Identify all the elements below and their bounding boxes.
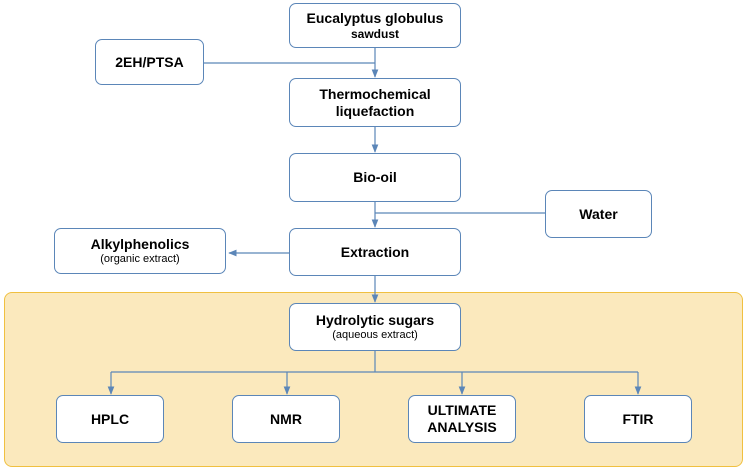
node-liquefaction: Thermochemical liquefaction — [289, 78, 461, 127]
node-biooil-title: Bio-oil — [353, 169, 397, 186]
node-hplc: HPLC — [56, 395, 164, 443]
node-biooil: Bio-oil — [289, 153, 461, 202]
node-nmr: NMR — [232, 395, 340, 443]
node-ftir-title: FTIR — [622, 410, 654, 427]
node-sawdust-subtitle: sawdust — [350, 26, 399, 41]
node-catalyst-title: 2EH/PTSA — [115, 53, 184, 70]
node-sawdust-title: Eucalyptus globulus — [306, 9, 444, 26]
node-sugars-title: Hydrolytic sugars — [315, 312, 435, 328]
node-extraction-title: Extraction — [340, 243, 410, 260]
node-ultimate: ULTIMATE ANALYSIS — [408, 395, 516, 443]
node-sawdust: Eucalyptus globulus sawdust — [289, 3, 461, 48]
node-extraction: Extraction — [289, 228, 461, 276]
node-alkylphenolics-subtitle: (organic extract) — [100, 252, 180, 265]
node-liquefaction-line2: liquefaction — [335, 102, 415, 119]
node-ultimate-line2: ANALYSIS — [427, 419, 497, 435]
node-water: Water — [545, 190, 652, 238]
node-sugars: Hydrolytic sugars (aqueous extract) — [289, 303, 461, 351]
node-water-title: Water — [579, 205, 618, 222]
node-nmr-title: NMR — [270, 410, 302, 427]
node-alkylphenolics-title: Alkylphenolics — [90, 236, 190, 252]
node-hplc-title: HPLC — [90, 410, 130, 427]
node-alkylphenolics: Alkylphenolics (organic extract) — [54, 228, 226, 274]
node-ultimate-line1: ULTIMATE — [427, 402, 497, 419]
node-liquefaction-line1: Thermochemical — [319, 85, 431, 102]
node-sugars-subtitle: (aqueous extract) — [332, 328, 418, 341]
node-ftir: FTIR — [584, 395, 692, 443]
node-catalyst: 2EH/PTSA — [95, 39, 204, 85]
